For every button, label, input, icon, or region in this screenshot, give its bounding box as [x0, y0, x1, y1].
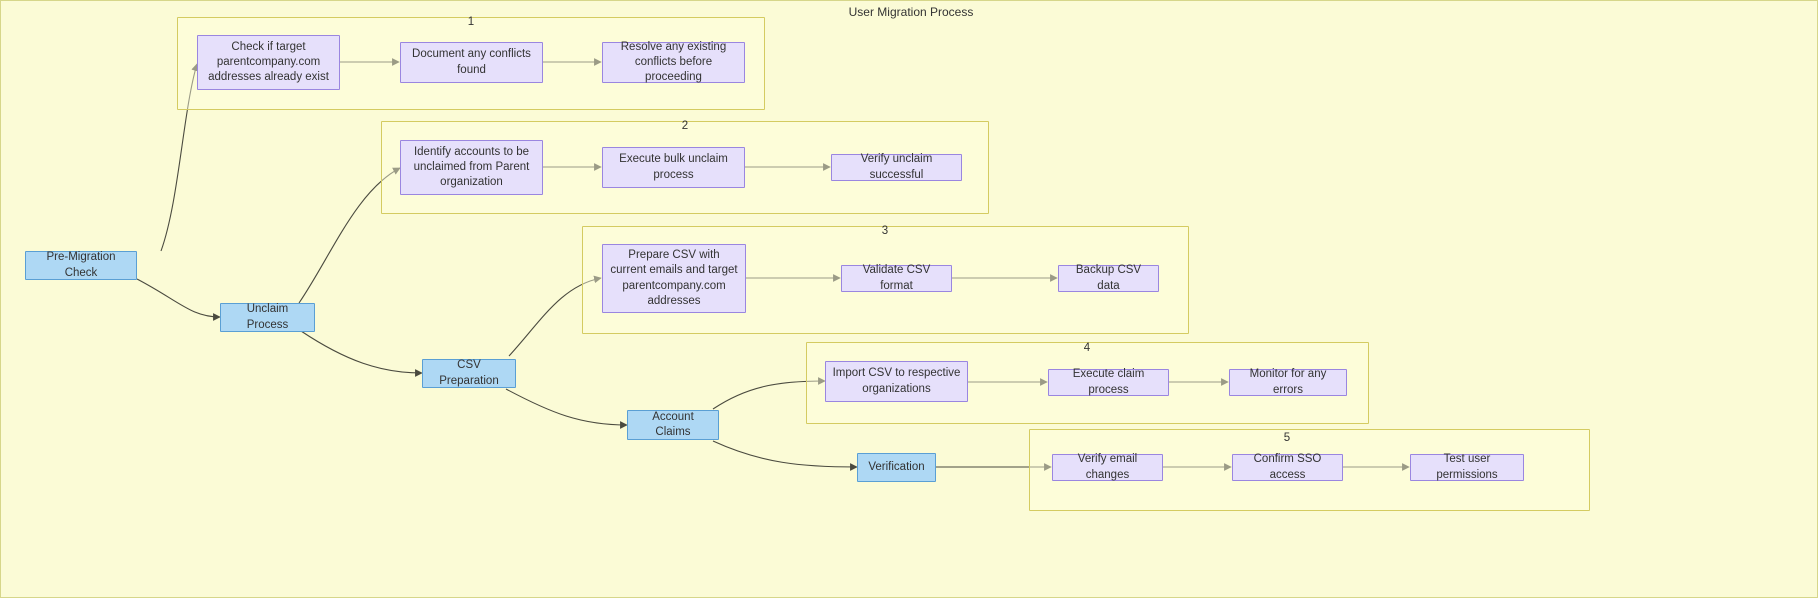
cluster-2-label: 2 [681, 120, 689, 132]
node-verification[interactable]: Verification [857, 453, 936, 482]
node-document-conflicts[interactable]: Document any conflicts found [400, 42, 543, 83]
node-label: Unclaim Process [246, 303, 289, 331]
node-label: Resolve any existing conflicts before pr… [620, 40, 727, 84]
cluster-4-label: 4 [1083, 342, 1091, 354]
node-verify-email-changes[interactable]: Verify email changes [1052, 453, 1163, 481]
node-label: Backup CSV data [1075, 264, 1142, 292]
node-label: Account Claims [652, 410, 694, 438]
node-label: Test user permissions [1436, 453, 1498, 481]
cluster-3-label: 3 [881, 225, 889, 237]
node-account-claims[interactable]: Account Claims [627, 410, 719, 440]
node-unclaim-process[interactable]: Unclaim Process [220, 303, 315, 332]
edge-claims-to-verification [712, 440, 858, 471]
edge-csv-to-claims [505, 388, 628, 429]
edge-premigration-to-unclaim [136, 278, 221, 321]
node-validate-csv[interactable]: Validate CSV format [841, 264, 952, 292]
node-prepare-csv[interactable]: Prepare CSV with current emails and targ… [602, 244, 746, 313]
node-import-csv[interactable]: Import CSV to respective organizations [825, 361, 968, 402]
node-execute-bulk-unclaim[interactable]: Execute bulk unclaim process [602, 147, 745, 188]
node-label: Verify unclaim successful [860, 153, 933, 181]
node-label: Pre-Migration Check [46, 251, 116, 279]
node-execute-claim[interactable]: Execute claim process [1048, 368, 1169, 396]
node-label: Execute bulk unclaim process [619, 153, 728, 181]
node-check-existing-addresses[interactable]: Check if target parentcompany.com addres… [197, 35, 340, 90]
node-verify-unclaim[interactable]: Verify unclaim successful [831, 153, 962, 181]
cluster-5-label: 5 [1283, 432, 1291, 444]
edge-unclaim-to-csv [300, 330, 423, 377]
node-backup-csv[interactable]: Backup CSV data [1058, 264, 1159, 292]
node-label: Validate CSV format [862, 264, 931, 292]
node-label: Document any conflicts found [412, 48, 531, 76]
node-confirm-sso[interactable]: Confirm SSO access [1232, 453, 1343, 481]
diagram-title: User Migration Process [848, 5, 974, 19]
node-label: Identify accounts to be unclaimed from P… [413, 145, 530, 189]
node-monitor-errors[interactable]: Monitor for any errors [1229, 368, 1347, 396]
node-label: Execute claim process [1072, 368, 1145, 396]
node-label: Verify email changes [1077, 453, 1138, 481]
node-label: Verification [868, 460, 925, 473]
node-label: Import CSV to respective organizations [832, 367, 961, 395]
node-label: Prepare CSV with current emails and targ… [610, 249, 738, 307]
cluster-1-label: 1 [467, 16, 475, 28]
node-label: CSV Preparation [439, 359, 499, 387]
node-label: Check if target parentcompany.com addres… [208, 40, 329, 84]
node-pre-migration-check[interactable]: Pre-Migration Check [25, 251, 137, 280]
node-label: Confirm SSO access [1253, 453, 1322, 481]
node-csv-preparation[interactable]: CSV Preparation [422, 359, 516, 388]
node-resolve-conflicts[interactable]: Resolve any existing conflicts before pr… [602, 40, 745, 84]
node-test-permissions[interactable]: Test user permissions [1410, 453, 1524, 481]
node-identify-accounts[interactable]: Identify accounts to be unclaimed from P… [400, 140, 543, 195]
node-label: Monitor for any errors [1249, 368, 1327, 396]
